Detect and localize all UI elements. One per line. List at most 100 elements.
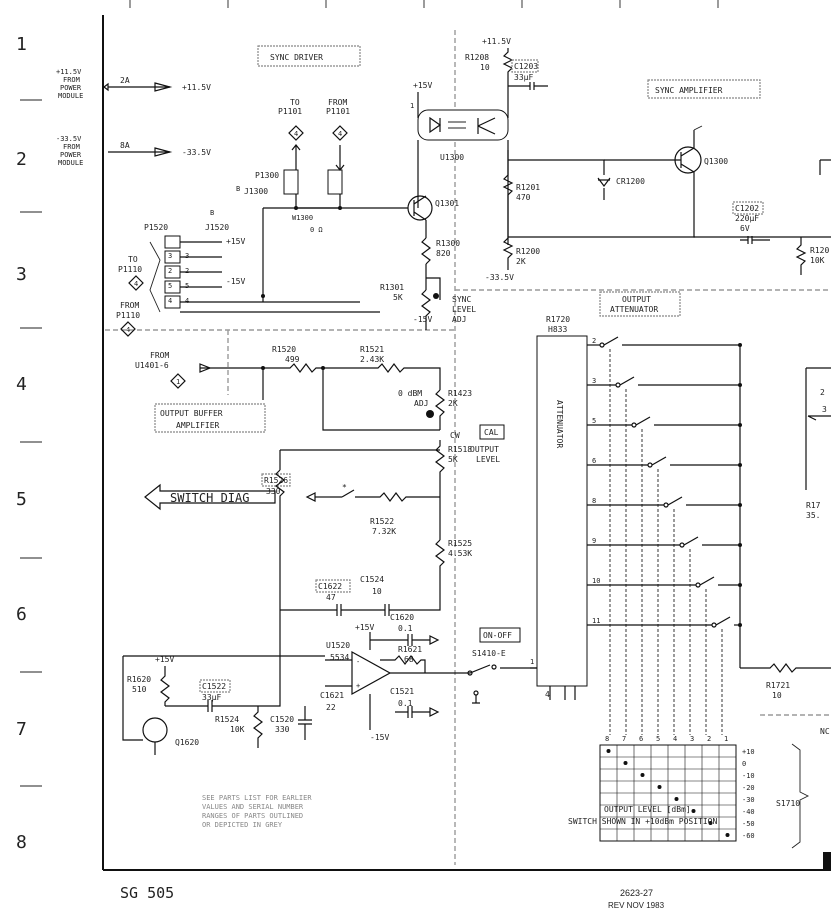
p1300-label: P1300 bbox=[255, 171, 279, 180]
j1300-label: J1300 bbox=[244, 187, 268, 196]
u1520-label: U1520 bbox=[326, 641, 350, 650]
r1518-label: R1518 bbox=[448, 445, 472, 454]
h833-label: H833 bbox=[548, 325, 567, 334]
table-dot bbox=[725, 833, 730, 837]
q1300-label: Q1300 bbox=[704, 157, 728, 166]
to-p1101-label: P1101 bbox=[278, 107, 302, 116]
switch-contact bbox=[695, 582, 701, 588]
svg-text:*: * bbox=[342, 483, 347, 492]
svg-text:MODULE: MODULE bbox=[58, 159, 83, 167]
output-buffer-title: OUTPUT BUFFER bbox=[160, 409, 223, 418]
r1208-label: R1208 bbox=[465, 53, 489, 62]
revision-label: REV NOV 1983 bbox=[608, 901, 665, 910]
r120-label: R120 bbox=[810, 246, 829, 255]
svg-text:+15V: +15V bbox=[413, 81, 432, 90]
r1300-label: R1300 bbox=[436, 239, 460, 248]
svg-text:1: 1 bbox=[410, 102, 414, 110]
svg-text:4: 4 bbox=[185, 297, 189, 305]
sync-driver-connectors: TO P1101 FROM P1101 4 4 P1300 J1300 B 6V… bbox=[236, 98, 408, 234]
table-dot bbox=[708, 821, 713, 825]
sync-amplifier-title: SYNC AMPLIFIER bbox=[655, 86, 723, 95]
cr1200-label: CR1200 bbox=[616, 177, 645, 186]
table-dot bbox=[606, 749, 611, 753]
svg-text:33µF: 33µF bbox=[202, 693, 221, 702]
switch-blade bbox=[603, 336, 619, 346]
p1520-connector: P1520 J1520 B 3 2 5 4 3 2 5 4 +15V -15V … bbox=[116, 208, 380, 337]
attenuator-label: ATTENUATOR bbox=[555, 400, 564, 448]
c1620-label: C1620 bbox=[390, 613, 414, 622]
svg-text:FROM: FROM bbox=[63, 76, 80, 84]
svg-text:-33.5V: -33.5V bbox=[485, 273, 514, 282]
svg-text:AMPLIFIER: AMPLIFIER bbox=[176, 421, 220, 430]
row-labels: 1 2 3 4 5 6 7 8 bbox=[16, 34, 42, 853]
tap-label: 5 bbox=[592, 417, 596, 425]
svg-text:4: 4 bbox=[545, 690, 550, 699]
r1521-label: R1521 bbox=[360, 345, 384, 354]
switch-blade bbox=[619, 376, 635, 386]
table-column-label: 3 bbox=[690, 735, 694, 743]
svg-text:4: 4 bbox=[126, 326, 130, 334]
switch-blade bbox=[635, 416, 651, 426]
svg-text:3: 3 bbox=[168, 252, 172, 260]
svg-text:-15V: -15V bbox=[413, 315, 432, 324]
w1300-label: W1300 bbox=[292, 214, 313, 222]
table-dot bbox=[623, 761, 628, 765]
svg-text:0.1: 0.1 bbox=[398, 699, 413, 708]
switch-contact bbox=[631, 422, 637, 428]
svg-text:+: + bbox=[356, 682, 360, 690]
svg-text:35.: 35. bbox=[806, 511, 820, 520]
svg-text:47: 47 bbox=[326, 593, 336, 602]
switch-contact bbox=[663, 502, 669, 508]
svg-text:22: 22 bbox=[326, 703, 336, 712]
svg-text:FROM: FROM bbox=[328, 98, 347, 107]
table-level-label: -50 bbox=[742, 820, 755, 828]
output-attenuator-title: OUTPUT bbox=[622, 295, 651, 304]
r1520-label: R1520 bbox=[272, 345, 296, 354]
dbm-adj-label: 0 dBM bbox=[398, 389, 422, 398]
minus-fuse-label: 8A bbox=[120, 141, 130, 150]
table-column-label: 4 bbox=[673, 735, 677, 743]
switch-blade bbox=[699, 576, 715, 586]
svg-text:4: 4 bbox=[338, 130, 342, 138]
attenuator-box bbox=[536, 335, 588, 687]
c1524-label: C1524 bbox=[360, 575, 384, 584]
table-column-label: 8 bbox=[605, 735, 609, 743]
plus-supply-label: +11.5V bbox=[56, 68, 82, 76]
svg-text:10: 10 bbox=[772, 691, 782, 700]
row-label-8: 8 bbox=[16, 832, 27, 853]
from-u1401-label: U1401-6 bbox=[135, 361, 169, 370]
on-off-switch: ON-OFF S1410-E bbox=[440, 627, 537, 704]
q1620-region: +15V R1620 510 C1522 33µF R1524 10K C152… bbox=[122, 655, 325, 755]
output-attenuator-box bbox=[599, 291, 681, 317]
svg-text:MODULE: MODULE bbox=[58, 92, 83, 100]
row-label-5: 5 bbox=[16, 489, 27, 510]
table-level-label: -10 bbox=[742, 772, 755, 780]
switch-table-note: SWITCH SHOWN IN +10dBm POSITION bbox=[568, 817, 717, 826]
frame-corner-mark bbox=[823, 852, 831, 870]
svg-text:+15V: +15V bbox=[155, 655, 174, 664]
table-column-label: 7 bbox=[622, 735, 626, 743]
svg-text:1: 1 bbox=[176, 378, 180, 386]
from-p1110-label: P1110 bbox=[116, 311, 140, 320]
r17-label: R17 bbox=[806, 501, 821, 510]
plus-rail-label: +11.5V bbox=[182, 83, 211, 92]
table-dot bbox=[674, 797, 679, 801]
c1203-label: C1203 bbox=[514, 62, 538, 71]
svg-text:330: 330 bbox=[266, 487, 281, 496]
sync-amplifier: +11.5V R1208 10 C1203 33µF R1201 470 R12… bbox=[465, 37, 831, 282]
svg-text:VALUES AND SERIAL NUMBER: VALUES AND SERIAL NUMBER bbox=[202, 803, 304, 811]
from-p1101-label: P1101 bbox=[326, 107, 350, 116]
tap-label: 10 bbox=[592, 577, 600, 585]
r1301-label: R1301 bbox=[380, 283, 404, 292]
svg-text:3: 3 bbox=[185, 252, 189, 260]
minus-rail-label: -33.5V bbox=[182, 148, 211, 157]
r1621-label: R1621 bbox=[398, 645, 422, 654]
svg-text:3: 3 bbox=[822, 405, 827, 414]
sync-amplifier-box bbox=[647, 79, 761, 99]
tap-label: 2 bbox=[592, 337, 596, 345]
row-label-2: 2 bbox=[16, 149, 27, 170]
q1620-label: Q1620 bbox=[175, 738, 199, 747]
svg-text:2: 2 bbox=[185, 267, 189, 275]
row-label-6: 6 bbox=[16, 604, 27, 625]
